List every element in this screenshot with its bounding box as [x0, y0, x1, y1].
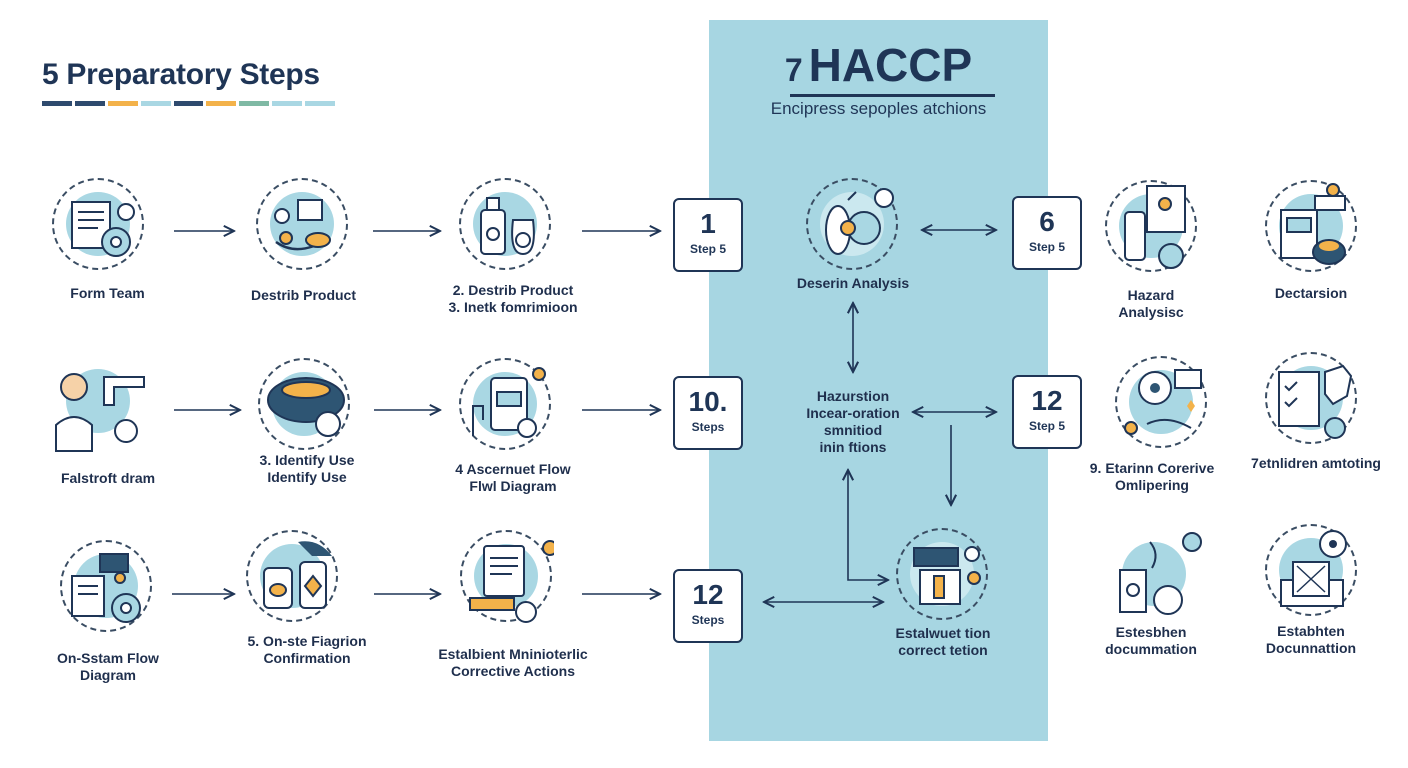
right-icon-2 — [1265, 180, 1357, 272]
step-box-number: 6 — [1039, 206, 1055, 237]
prep-icon-2 — [256, 178, 348, 270]
product-description-icon — [274, 199, 331, 251]
haccp-center-text: Hazurstion Incear-oration smnitiod inin … — [806, 388, 900, 455]
prep-label-1: Form Team — [70, 285, 145, 301]
step-box-number: 12 — [1031, 385, 1063, 416]
prep-icon-4 — [52, 355, 145, 452]
prep-icon-8 — [246, 530, 338, 622]
haccp-correction-label: Estalwuet tion correct tetion — [895, 625, 991, 658]
right-label-2: Dectarsion — [1274, 285, 1348, 301]
step-box-caption: Steps — [691, 613, 725, 627]
decision-station-icon — [1280, 183, 1346, 265]
prep-icon-7 — [60, 540, 152, 632]
prep-label-6: 4 Ascernuet Flow Flwl Diagram — [455, 461, 571, 494]
step-box-number: 10. — [688, 386, 728, 417]
title-bar-segment — [74, 101, 105, 106]
prep-icon-5 — [258, 358, 350, 450]
right-icon-6 — [1265, 524, 1357, 616]
haccp-correction-icon-ring — [896, 528, 988, 620]
documentation-plant-icon — [1119, 532, 1202, 615]
person-faucet-icon — [55, 373, 145, 452]
title-bar-segment — [239, 101, 270, 106]
title-bar-segment — [107, 101, 138, 106]
haccp-panel — [709, 20, 1048, 741]
prep-label-8: 5. On-ste Fiagrion Confirmation — [247, 633, 367, 666]
correction-machine-icon — [913, 546, 981, 605]
prep-label-3: 2. Destrib Product 3. Inetk fomrimioon — [448, 282, 578, 315]
step-box-caption: Step 5 — [1028, 419, 1065, 433]
product-bottles-icon — [480, 197, 535, 256]
team-documents-gears-icon — [71, 201, 135, 257]
right-label-4: 7etnlidren amtoting — [1251, 455, 1381, 471]
prep-icon-3 — [459, 178, 551, 270]
prep-icon-6 — [459, 358, 551, 450]
checklist-shield-icon — [1278, 364, 1353, 439]
preparatory-steps-title: 5 Preparatory Steps — [42, 58, 320, 91]
title-bar-segment — [206, 101, 237, 106]
prep-label-7: On-Sstam Flow Diagram — [57, 650, 159, 683]
right-icon-3 — [1115, 356, 1207, 448]
right-label-1: Hazard Analysisc — [1118, 287, 1184, 320]
monitoring-person-icon — [1124, 369, 1202, 435]
haccp-subtitle: Encipress sepoples atchions — [770, 99, 987, 118]
right-icon-5 — [1108, 528, 1202, 620]
haccp-number: 7 — [784, 52, 803, 88]
prep-label-9: Estalbient Mninioterlic Corrective Actio… — [438, 646, 588, 679]
title-bar-segment — [272, 101, 303, 106]
documentation-gear-icon — [1280, 530, 1347, 607]
step-box-10: 10. Steps — [673, 376, 743, 450]
analysis-magnifier-icon — [825, 188, 894, 255]
right-icon-1 — [1105, 180, 1197, 272]
food-dish-icon — [267, 377, 345, 437]
right-label-3: 9. Etarinn Corerive Omlipering — [1089, 460, 1215, 493]
arrow-loop-correction — [848, 470, 888, 580]
step-box-caption: Step 5 — [1028, 240, 1065, 254]
title-bar-segment — [305, 101, 336, 106]
hazard-documents-icon — [1124, 185, 1186, 269]
prep-label-2: Destrib Product — [250, 287, 356, 303]
haccp-title-underline — [790, 94, 995, 97]
haccp-analysis-label: Deserin Analysis — [796, 275, 910, 291]
right-label-6: Estabhten Docunnattion — [1265, 623, 1357, 656]
title-bar-segment — [140, 101, 171, 106]
title-underline-segments — [42, 101, 336, 106]
haccp-title-text: HACCP — [808, 39, 973, 91]
title-bar-segment — [173, 101, 204, 106]
haccp-analysis-icon-ring — [806, 178, 898, 270]
step-box-number: 1 — [700, 208, 716, 239]
prep-icon-1 — [52, 178, 144, 270]
step-box-number: 12 — [692, 579, 724, 610]
prep-icon-9 — [460, 530, 554, 623]
step-box-caption: Step 5 — [689, 242, 726, 256]
title-bar-segment — [42, 101, 72, 106]
hand-package-icon — [472, 367, 546, 438]
prep-label-4: Falstroft dram — [60, 470, 156, 486]
prep-label-5: 3. Identify Use Identify Use — [259, 452, 355, 485]
step-box-caption: Steps — [691, 420, 725, 434]
right-label-5: Estesbhen docummation — [1105, 624, 1197, 657]
right-icon-4 — [1265, 352, 1357, 444]
flow-machine-icon — [71, 553, 141, 623]
jars-confirmation-icon — [263, 541, 332, 609]
document-lightbulb-icon — [469, 540, 554, 623]
